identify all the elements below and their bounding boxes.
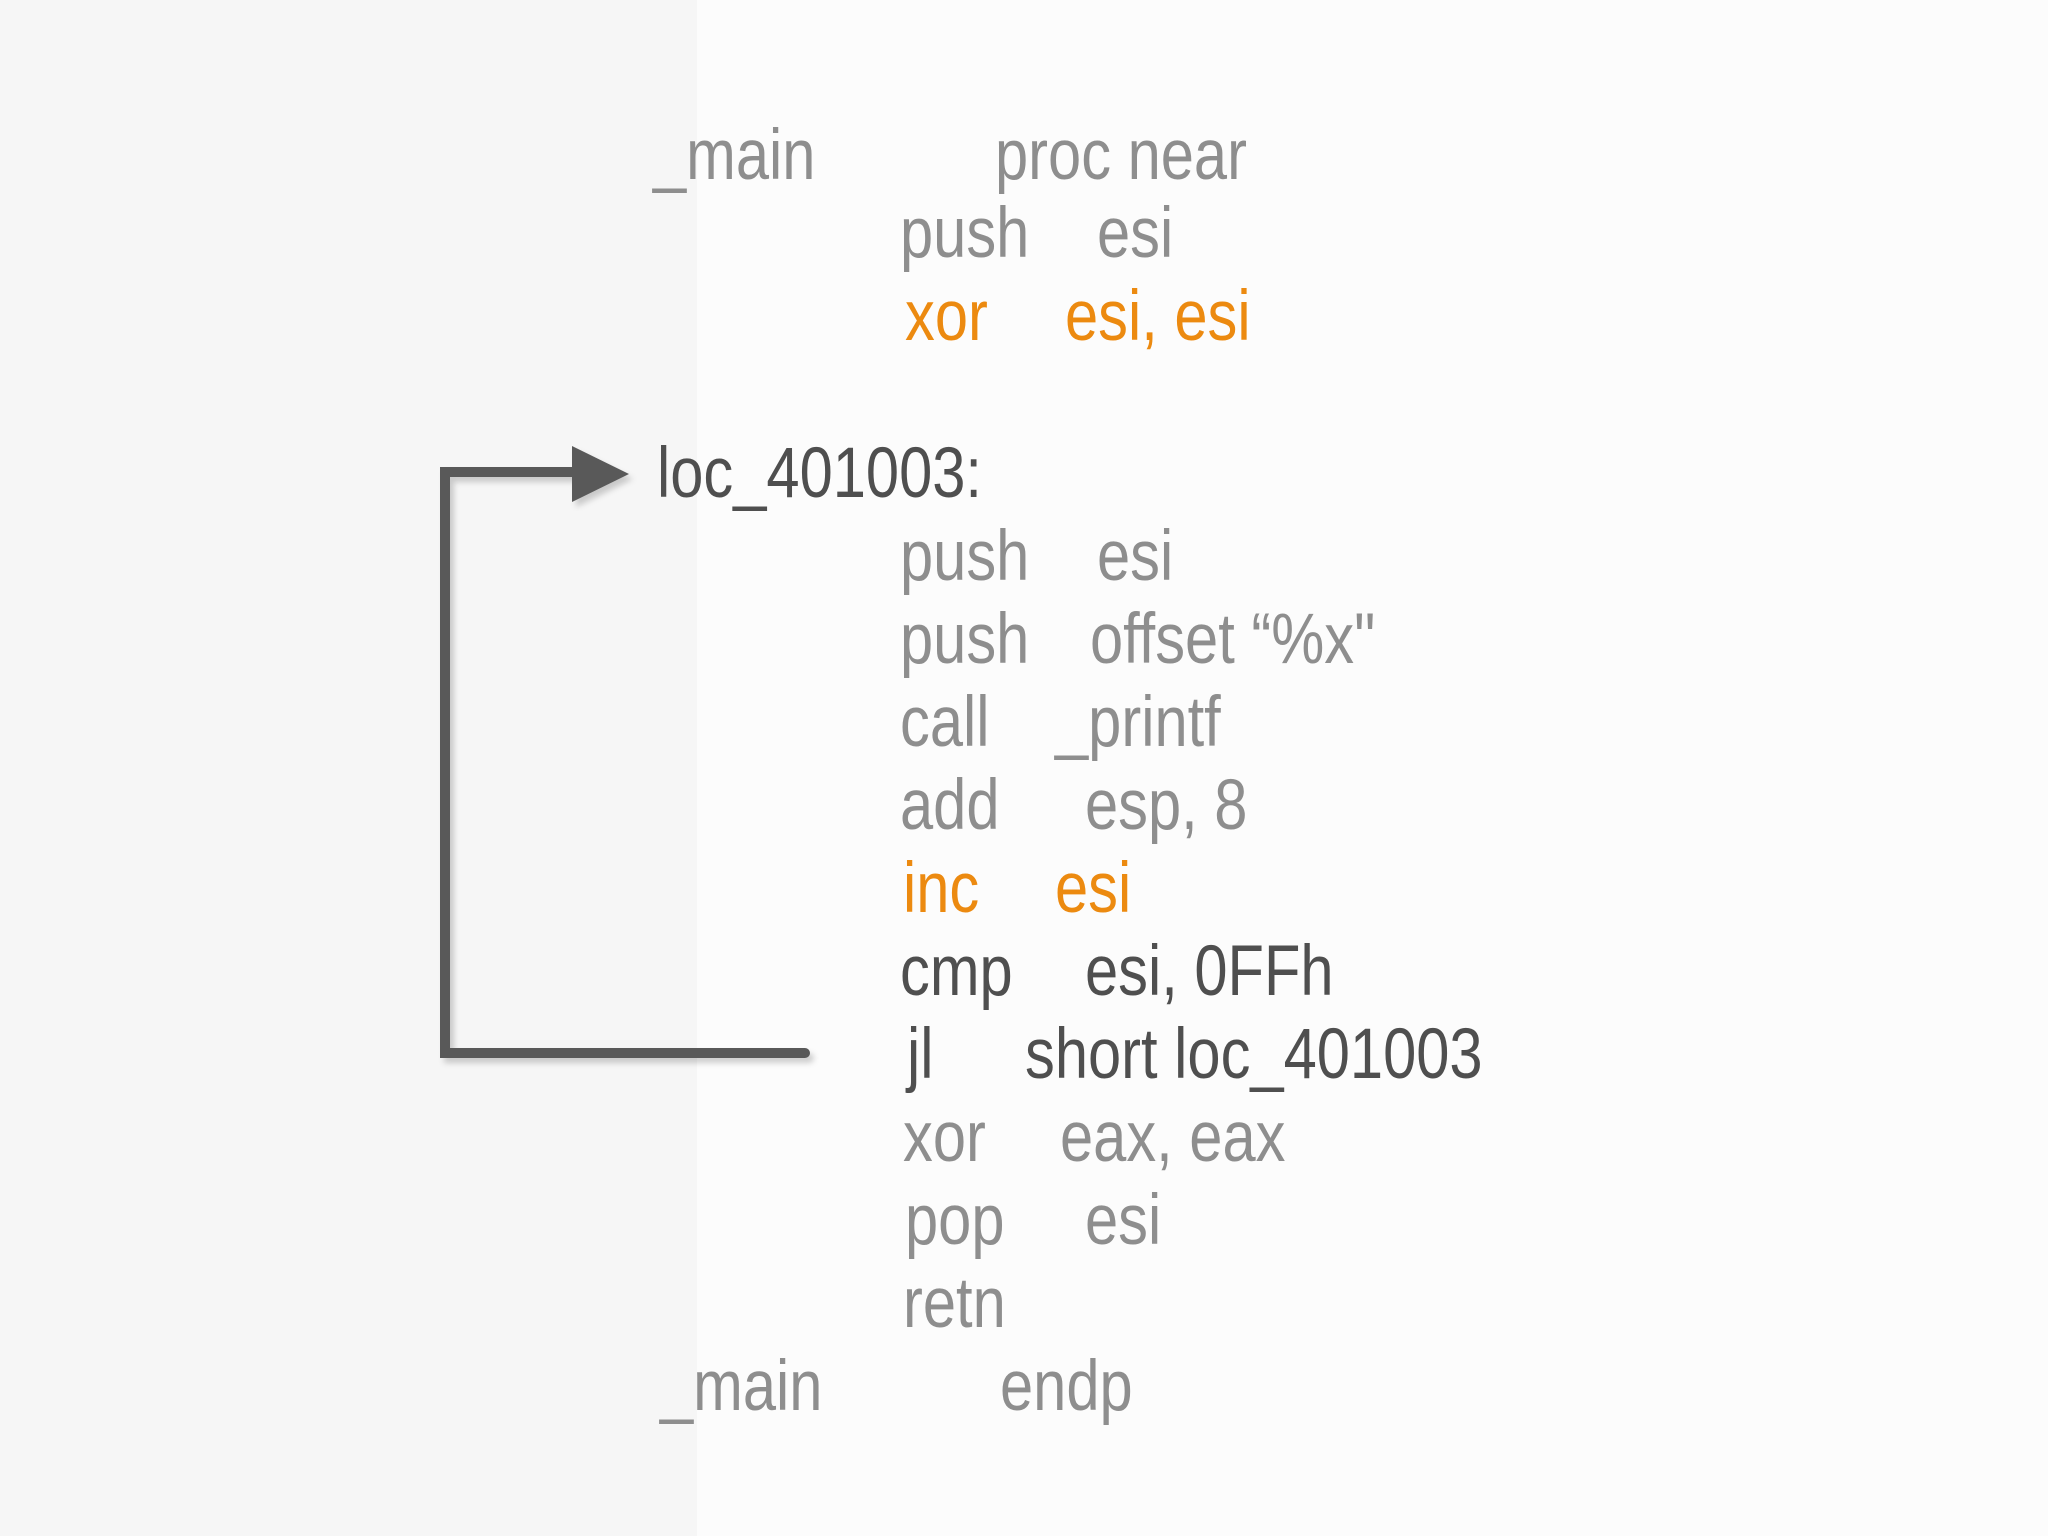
asm-mnemonic: pop xyxy=(905,1181,1005,1260)
loop-arrow-head xyxy=(572,446,629,502)
loop-arrow-shaft xyxy=(440,467,810,1058)
asm-label: loc_401003: xyxy=(657,434,983,513)
asm-mnemonic: inc xyxy=(903,849,980,928)
asm-operands: _printf xyxy=(1055,683,1221,762)
asm-mnemonic: cmp xyxy=(900,932,1013,1011)
asm-operands: esp, 8 xyxy=(1085,766,1248,845)
asm-operands: esi, 0FFh xyxy=(1085,932,1334,1011)
asm-operands: eax, eax xyxy=(1060,1098,1286,1177)
asm-mnemonic: retn xyxy=(903,1264,1006,1343)
asm-mnemonic: push xyxy=(900,600,1030,679)
asm-operands: esi, esi xyxy=(1065,277,1251,356)
asm-operands: esi xyxy=(1097,517,1174,596)
asm-directive: endp xyxy=(1000,1347,1133,1426)
asm-label: _main xyxy=(660,1347,823,1426)
asm-label: _main xyxy=(653,116,816,195)
asm-mnemonic: push xyxy=(900,517,1030,596)
asm-operands: esi xyxy=(1097,194,1174,273)
background-left-region xyxy=(0,0,697,1536)
asm-directive: proc near xyxy=(995,116,1247,195)
asm-mnemonic: xor xyxy=(903,1098,986,1177)
asm-operands: short loc_401003 xyxy=(1025,1015,1483,1094)
asm-mnemonic: add xyxy=(900,766,1000,845)
asm-mnemonic: xor xyxy=(905,277,988,356)
asm-mnemonic: jl xyxy=(907,1015,934,1094)
asm-operands: esi xyxy=(1085,1181,1162,1260)
asm-operands: esi xyxy=(1055,849,1132,928)
asm-mnemonic: push xyxy=(900,194,1030,273)
asm-mnemonic: call xyxy=(900,683,990,762)
asm-operands: offset “%x" xyxy=(1090,600,1376,679)
